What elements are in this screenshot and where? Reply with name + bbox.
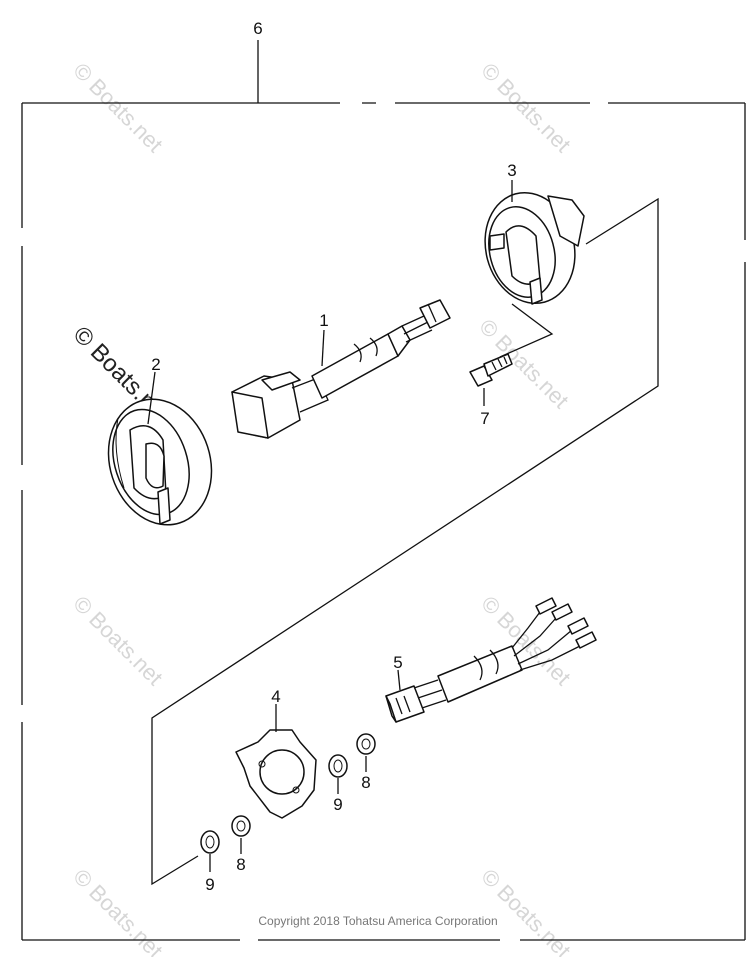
copyright-notice: Copyright 2018 Tohatsu America Corporati… — [258, 914, 497, 928]
callout-1: 1 — [319, 311, 328, 330]
watermark-lower-left: © Boats.net — [68, 591, 167, 690]
part-9-washer-left — [200, 830, 220, 854]
watermark-top-left: © Boats.net — [68, 58, 167, 157]
hardware — [200, 733, 376, 854]
part-1-harness — [231, 299, 451, 439]
callout-9-right: 9 — [333, 795, 342, 814]
part-8-nut-left — [231, 815, 251, 837]
callout-8-right: 8 — [361, 773, 370, 792]
watermark-bottom-right: © Boats.net — [476, 864, 575, 957]
callout-6: 6 — [253, 19, 262, 38]
callout-7: 7 — [480, 409, 489, 428]
callout-5: 5 — [393, 653, 402, 672]
callouts: 6 3 1 2 7 5 4 8 9 8 9 — [151, 19, 516, 894]
leader-lines — [147, 180, 513, 872]
kit-frame — [21, 40, 746, 941]
part-2-grommet — [107, 398, 213, 526]
callout-2: 2 — [151, 355, 160, 374]
part-9-washer-right — [328, 754, 348, 778]
part-7-bolt — [469, 353, 513, 387]
callout-3: 3 — [507, 161, 516, 180]
part-4-retainer — [235, 729, 317, 819]
watermark-bottom-left: © Boats.net — [68, 864, 167, 957]
callout-4: 4 — [271, 687, 280, 706]
part-3-grommet — [484, 191, 585, 305]
part-5-harness — [385, 597, 597, 723]
callout-8-left: 8 — [236, 855, 245, 874]
watermark-top-right: © Boats.net — [476, 58, 575, 157]
callout-9-left: 9 — [205, 875, 214, 894]
part-8-nut-right — [356, 733, 376, 755]
